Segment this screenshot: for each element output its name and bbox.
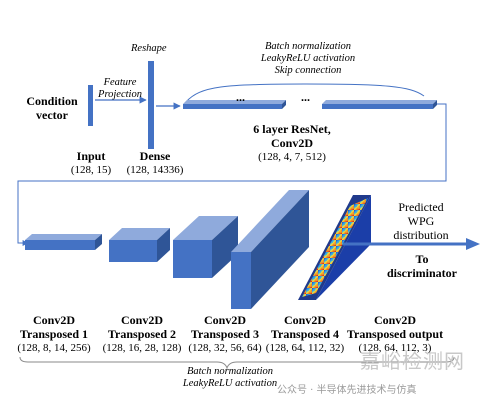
resnet-block-first — [183, 100, 286, 109]
layer-label-4: Conv2D Transposed 4 (128, 64, 112, 32) — [265, 313, 345, 354]
layer-label-output: Conv2D Transposed output (128, 64, 112, … — [346, 313, 444, 354]
bottom-ops-label: Batch normalization LeakyReLU activation — [182, 366, 278, 390]
output-arrowhead — [466, 238, 480, 250]
resnet-label: 6 layer ResNet, Conv2D (128, 4, 7, 512) — [253, 122, 331, 163]
dense-label: Dense (128, 14336) — [126, 149, 184, 176]
transposed-block-3 — [173, 216, 238, 278]
condition-vector-label: Condition vector — [26, 94, 78, 122]
bottom-brace — [19, 356, 455, 370]
watermark-title: 嘉峪检测网 — [360, 349, 465, 373]
condition-vector-bar — [88, 85, 93, 126]
to-discriminator-label: To discriminator — [387, 252, 457, 280]
reshape-label: Reshape — [131, 43, 167, 54]
ellipsis-1: ... — [236, 90, 245, 104]
resnet-block-last — [322, 100, 437, 109]
layer-label-3: Conv2D Transposed 3 (128, 32, 56, 64) — [188, 313, 262, 354]
resnet-to-decoder-connector — [17, 103, 447, 246]
skip-connection-arc — [185, 83, 425, 103]
output-heatmap — [298, 195, 371, 300]
transposed-block-2 — [109, 228, 170, 262]
resnet-ops-label: Batch normalization LeakyReLU activation… — [260, 41, 356, 77]
transposed-block-4 — [231, 190, 309, 309]
watermark-caption: 公众号 · 半导体先进技术与仿真 — [277, 385, 417, 396]
input-label: Input (128, 15) — [70, 149, 112, 176]
predicted-wpg-label: Predicted WPG distribution — [393, 200, 449, 242]
transposed-block-1 — [25, 234, 102, 250]
layer-label-1: Conv2D Transposed 1 (128, 8, 14, 256) — [17, 313, 91, 354]
ellipsis-2: ... — [301, 90, 310, 104]
dense-bar — [148, 61, 154, 149]
layer-label-2: Conv2D Transposed 2 (128, 16, 28, 128) — [102, 313, 182, 354]
feature-projection-label: Feature Projection — [98, 77, 142, 101]
